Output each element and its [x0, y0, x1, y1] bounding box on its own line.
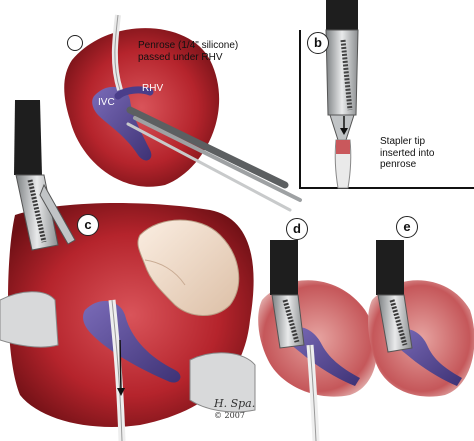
panel-d: [258, 240, 377, 441]
clamp-handle-a: [126, 106, 289, 189]
stapler-annotation-line2: inserted into: [380, 147, 435, 159]
artist-signature-year: © 2007: [214, 410, 245, 420]
panel-e: [368, 240, 474, 397]
stapler-annotation-line3: penrose: [380, 159, 417, 170]
penrose-annotation-line2: passed under RHV: [138, 51, 223, 63]
stapler-annotation-line1: Stapler tip: [380, 136, 426, 147]
panel-label-e: e: [396, 216, 418, 238]
ivc-vessel-c: [83, 300, 181, 383]
panel-label-d: d: [286, 218, 308, 240]
panel-label-c: c: [77, 214, 99, 236]
artist-signature-name: H. Spa.: [214, 397, 256, 410]
stapler-annotation: Stapler tip inserted into penrose: [380, 136, 434, 171]
panel-a: [64, 14, 302, 212]
retractor-left-c: [0, 291, 59, 348]
stapler-jaw-b: [329, 114, 355, 141]
penrose-annotation-line1: Penrose (1/4" silicone): [138, 40, 239, 51]
retractor-right-c: [189, 352, 256, 413]
panel-b-border: [299, 30, 474, 189]
rhv-vessel-a: [114, 86, 154, 100]
stapler-shaft-b: [326, 0, 358, 30]
stapler-shaft-c: [14, 100, 42, 175]
ivc-label: IVC: [98, 97, 115, 108]
traction-arrow-c: [119, 339, 122, 393]
clamp-handle-a3: [126, 122, 292, 212]
hand-c: [137, 219, 240, 316]
panel-label-b: b: [307, 32, 329, 54]
panel-b: [299, 0, 474, 189]
stapler-shaft-d: [270, 240, 298, 295]
stapler-body-b: [325, 29, 359, 116]
panel-label-a: [67, 35, 83, 51]
stapler-jaw-c: [39, 183, 76, 245]
ivc-vessel-a: [92, 86, 152, 161]
rhv-label: RHV: [142, 83, 164, 94]
liver-tissue-a: [64, 28, 220, 187]
clamp-handle-a2: [133, 116, 302, 202]
penrose-annotation: Penrose (1/4" silicone) passed under RHV: [138, 40, 238, 63]
panel-c: [0, 100, 256, 441]
artist-signature: H. Spa. © 2007: [214, 397, 256, 420]
stapler-shaft-e: [376, 240, 404, 295]
